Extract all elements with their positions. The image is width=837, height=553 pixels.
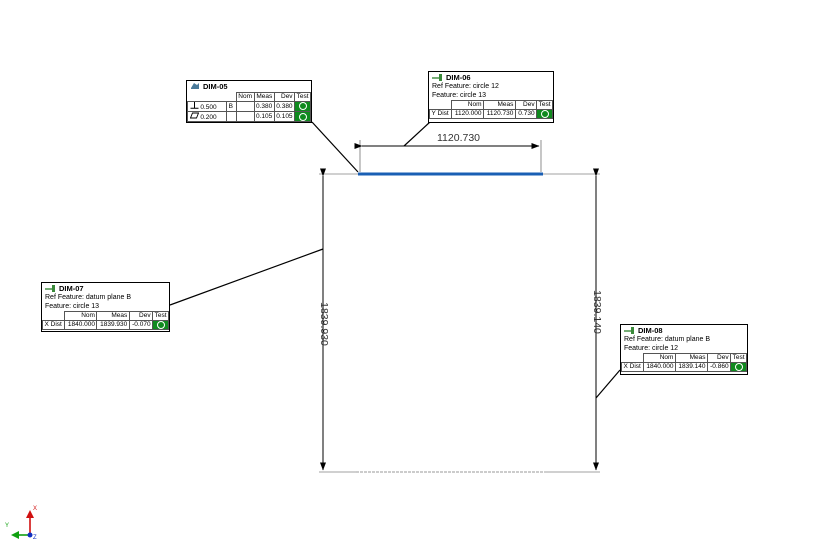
feature-text: Feature: circle 13 [45, 302, 100, 310]
leader-dim-06 [403, 121, 431, 147]
table-row: X Dist 1840.000 1839.930 -0.070 [41, 319, 169, 330]
axis-label-x: X [33, 506, 38, 512]
callout-title: DIM-05 [203, 81, 228, 91]
feature-text: Feature: circle 12 [624, 344, 679, 352]
pass-indicator [730, 361, 747, 372]
distance-icon [45, 284, 56, 295]
callout-table: Nom Meas Dev Test X Dist 1840.000 1839.9… [41, 311, 169, 330]
callout-title: DIM-07 [59, 283, 84, 293]
callout-header: DIM-08 [621, 325, 747, 336]
leader-dim-05 [311, 121, 359, 173]
table-row: Y Dist 1120.000 1120.730 0.730 [428, 108, 553, 119]
callout-table: Nom Meas Dev Test Y Dist 1120.000 1120.7… [428, 100, 553, 119]
callout-header: DIM-05 [187, 81, 311, 92]
gdt-feature-icon [190, 82, 200, 93]
pass-indicator [294, 110, 311, 123]
callout-title: DIM-06 [446, 72, 471, 82]
pass-indicator [536, 108, 553, 119]
distance-icon [432, 73, 443, 84]
dim-05-callout[interactable]: DIM-05 Nom Meas Dev Test 0.500 B 0.380 0… [186, 80, 312, 123]
callout-header: DIM-07 [42, 283, 169, 294]
dim-08-callout[interactable]: DIM-08 Ref Feature: datum plane B Featur… [620, 324, 748, 375]
dimension-value-top[interactable]: 1120.730 [437, 132, 481, 144]
table-row: 0.500 B 0.380 0.380 [186, 100, 311, 112]
dim-07-callout[interactable]: DIM-07 Ref Feature: datum plane B Featur… [41, 282, 170, 332]
dimension-value-left[interactable]: 1839.930 [317, 302, 330, 346]
flatness-icon [189, 112, 199, 121]
pass-indicator [152, 319, 169, 330]
dim-06-callout[interactable]: DIM-06 Ref Feature: circle 12 Feature: c… [428, 71, 554, 123]
axis-label-z: Z [33, 535, 37, 541]
ref-feature-text: Ref Feature: datum plane B [45, 294, 131, 301]
callout-table: Nom Meas Dev Test 0.500 B 0.380 0.380 0.… [186, 92, 311, 123]
axis-triad [11, 510, 34, 539]
callout-table: Nom Meas Dev Test X Dist 1840.000 1839.1… [621, 353, 747, 372]
pass-indicator [294, 100, 311, 112]
axis-label-y: Y [5, 523, 10, 529]
leader-dim-07 [169, 248, 324, 306]
callout-title: DIM-08 [638, 325, 663, 335]
table-row: X Dist 1840.000 1839.140 -0.860 [621, 361, 747, 372]
ref-feature-text: Ref Feature: datum plane B [624, 336, 710, 343]
ref-feature-text: Ref Feature: circle 12 [432, 83, 499, 90]
callout-header: DIM-06 [429, 72, 553, 83]
leader-dim-08 [595, 369, 621, 399]
perpendicularity-icon [190, 101, 199, 111]
feature-text: Feature: circle 13 [432, 91, 487, 99]
table-row: 0.200 0.105 0.105 [186, 110, 311, 123]
dimension-value-right[interactable]: 1839.140 [590, 290, 603, 334]
distance-icon [624, 326, 635, 337]
